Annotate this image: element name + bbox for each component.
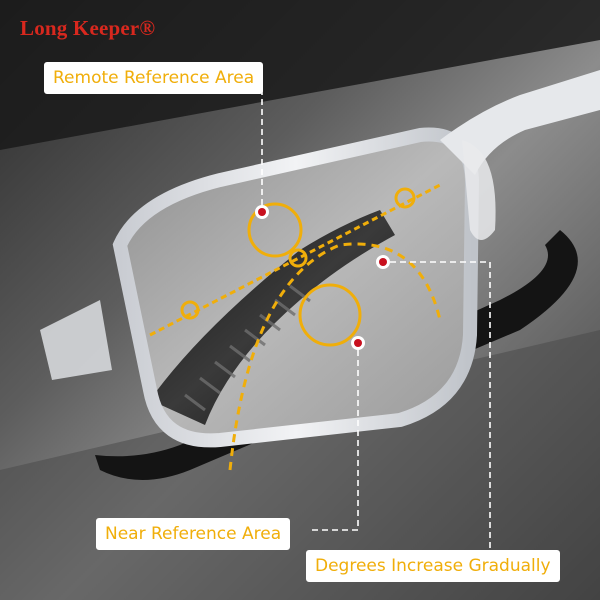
temple-grip-ridges xyxy=(184,284,311,412)
left-hinge xyxy=(40,300,112,380)
temple-arm-back xyxy=(95,230,578,480)
zone-dots xyxy=(180,187,416,320)
dark-surface-top xyxy=(0,0,600,150)
brand-watermark: Long Keeper® xyxy=(20,16,156,40)
reference-markers xyxy=(255,205,390,350)
nose-pad xyxy=(462,140,496,240)
leader-lines xyxy=(261,88,491,552)
near-reference-label: Near Reference Area xyxy=(96,518,291,550)
degrees-gradual-label: Degrees Increase Gradually xyxy=(306,550,560,582)
frame-rim xyxy=(112,127,480,448)
frame-bridge xyxy=(440,70,600,175)
temple-arm-through-lens xyxy=(150,210,395,425)
remote-reference-label: Remote Reference Area xyxy=(44,62,264,94)
